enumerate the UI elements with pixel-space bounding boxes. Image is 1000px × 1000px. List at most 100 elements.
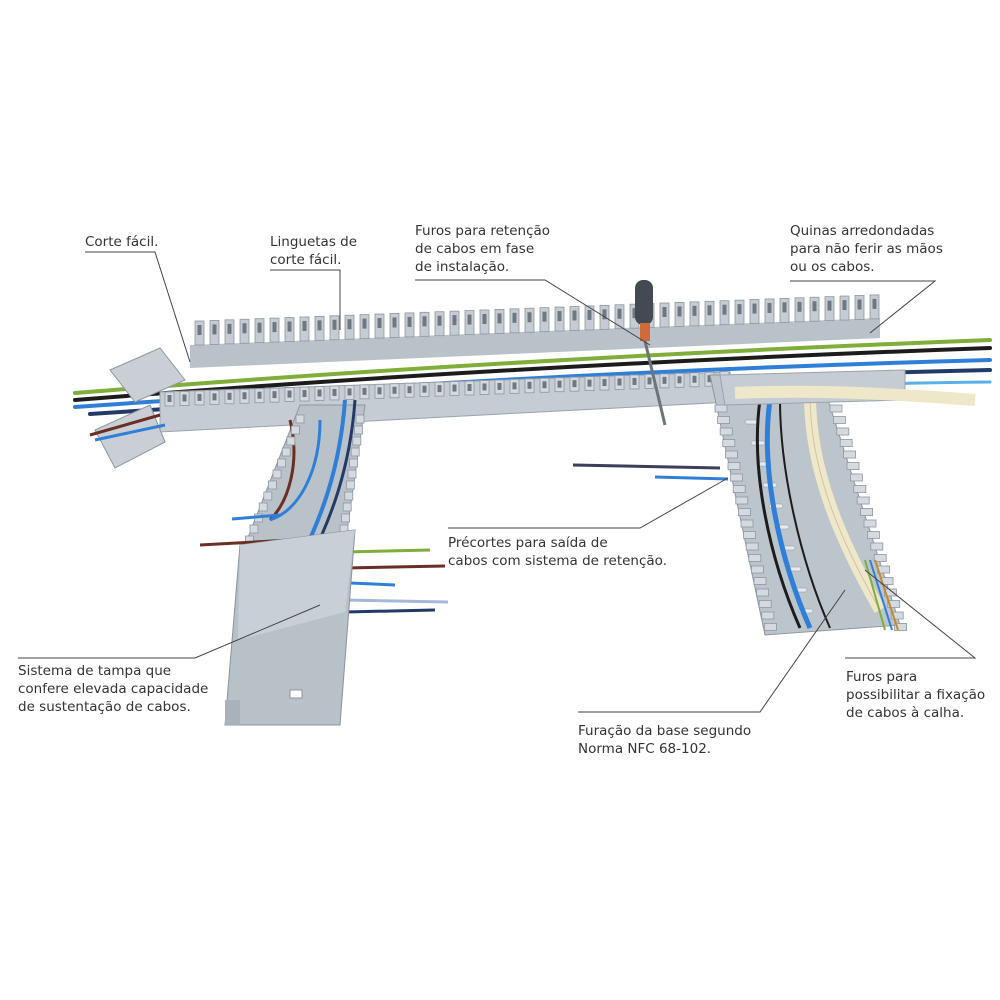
- duct-finger: [722, 439, 736, 447]
- duct-finger: [853, 485, 867, 493]
- duct-slot: [527, 381, 532, 389]
- callout-corte-facil: Corte fácil.: [85, 233, 158, 251]
- duct-finger: [833, 416, 846, 424]
- callout-line: Corte fácil.: [85, 234, 159, 250]
- duct-slot: [482, 383, 487, 391]
- duct-slot: [557, 380, 562, 388]
- duct-finger: [863, 519, 877, 528]
- duct-finger: [894, 623, 907, 631]
- callout-linguetas: Linguetas de corte fácil.: [270, 233, 357, 269]
- duct-finger: [890, 611, 904, 620]
- duct-finger: [836, 427, 850, 436]
- duct-finger: [353, 425, 363, 435]
- duct-slot: [272, 391, 277, 399]
- duct-slot: [482, 313, 487, 324]
- duct-slot: [317, 389, 322, 397]
- callout-line: Quinas arredondadas: [790, 223, 935, 239]
- right-cross-duct: [719, 369, 976, 406]
- duct-slot: [842, 300, 847, 311]
- duct-slot: [512, 312, 517, 323]
- duct-finger: [860, 508, 873, 516]
- right-branch-duct: [709, 374, 907, 636]
- callout-line: Sistema de tampa que: [18, 663, 172, 679]
- callout-line: Furos para retenção: [415, 223, 551, 239]
- duct-finger: [740, 519, 754, 528]
- duct-slot: [872, 298, 877, 309]
- duct-finger: [745, 542, 759, 551]
- duct-slot: [827, 300, 832, 311]
- duct-slot: [422, 316, 427, 327]
- duct-slot: [287, 321, 292, 332]
- duct-finger: [843, 450, 856, 459]
- duct-finger: [277, 458, 287, 468]
- callout-line: Furos para: [846, 669, 918, 685]
- duct-slot: [587, 309, 592, 320]
- duct-slot: [632, 308, 637, 319]
- duct-slot: [647, 377, 652, 385]
- duct-slot: [497, 313, 502, 324]
- callout-sistema-tampa: Sistema de tampa que confere elevada cap…: [18, 662, 208, 716]
- duct-finger: [281, 447, 291, 457]
- callout-line: de cabos à calha.: [846, 705, 965, 721]
- duct-finger: [748, 554, 762, 562]
- duct-finger: [258, 502, 268, 512]
- duct-finger: [884, 588, 897, 597]
- duct-slot: [542, 311, 547, 322]
- duct-finger: [738, 508, 751, 516]
- duct-slot: [467, 384, 472, 391]
- duct-slot: [197, 325, 202, 335]
- callout-line: corte fácil.: [270, 252, 342, 268]
- callout-furos-fixacao: Furos para possibilitar a fixação de cab…: [846, 668, 985, 722]
- duct-slot: [212, 393, 217, 401]
- duct-slot: [377, 318, 382, 329]
- duct-finger: [267, 480, 277, 490]
- duct-slot: [767, 302, 772, 313]
- duct-slot: [557, 311, 562, 322]
- callout-furos-retencao: Furos para retenção de cabos em fase de …: [415, 222, 550, 276]
- duct-slot: [272, 322, 277, 333]
- duct-finger: [342, 502, 352, 512]
- duct-finger: [352, 436, 362, 446]
- duct-finger: [764, 623, 777, 631]
- right-exit-cables: [572, 463, 729, 481]
- duct-finger: [856, 496, 870, 505]
- right-branch-fingers: [714, 404, 907, 631]
- callout-line: para não ferir as mãos: [790, 241, 943, 257]
- left-exit-cables: [199, 513, 449, 614]
- duct-slot: [227, 392, 232, 400]
- duct-finger: [295, 414, 305, 424]
- front-duct-fingers: [164, 371, 730, 407]
- duct-finger: [719, 427, 733, 436]
- duct-finger: [751, 565, 764, 574]
- duct-slot: [677, 306, 682, 317]
- duct-slot: [392, 386, 397, 394]
- duct-slot: [572, 310, 577, 321]
- duct-lid: [224, 529, 356, 726]
- duct-slot: [737, 304, 742, 315]
- duct-slot: [212, 324, 217, 335]
- callout-line: possibilitar a fixação: [846, 687, 986, 703]
- duct-slot: [167, 395, 172, 402]
- duct-slot: [587, 379, 592, 387]
- duct-slot: [512, 382, 517, 390]
- duct-slot: [227, 323, 232, 334]
- duct-slot: [197, 393, 202, 401]
- duct-slot: [857, 299, 862, 310]
- duct-slot: [257, 391, 262, 399]
- duct-finger: [714, 404, 728, 413]
- duct-slot: [332, 319, 337, 330]
- callout-line: ou os cabos.: [790, 259, 875, 275]
- duct-finger: [850, 473, 863, 482]
- duct-finger: [341, 513, 351, 523]
- callout-precortes: Précortes para saída de cabos com sistem…: [448, 534, 667, 570]
- leader-lines: [18, 251, 977, 713]
- callout-line: de sustentação de cabos.: [18, 699, 191, 715]
- callout-line: Norma NFC 68-102.: [578, 741, 712, 757]
- callout-furacao-base: Furação da base segundo Norma NFC 68-102…: [578, 722, 751, 758]
- duct-slot: [527, 312, 532, 323]
- duct-slot: [317, 320, 322, 331]
- duct-slot: [347, 319, 352, 330]
- callout-line: de instalação.: [415, 259, 510, 275]
- duct-finger: [887, 600, 901, 608]
